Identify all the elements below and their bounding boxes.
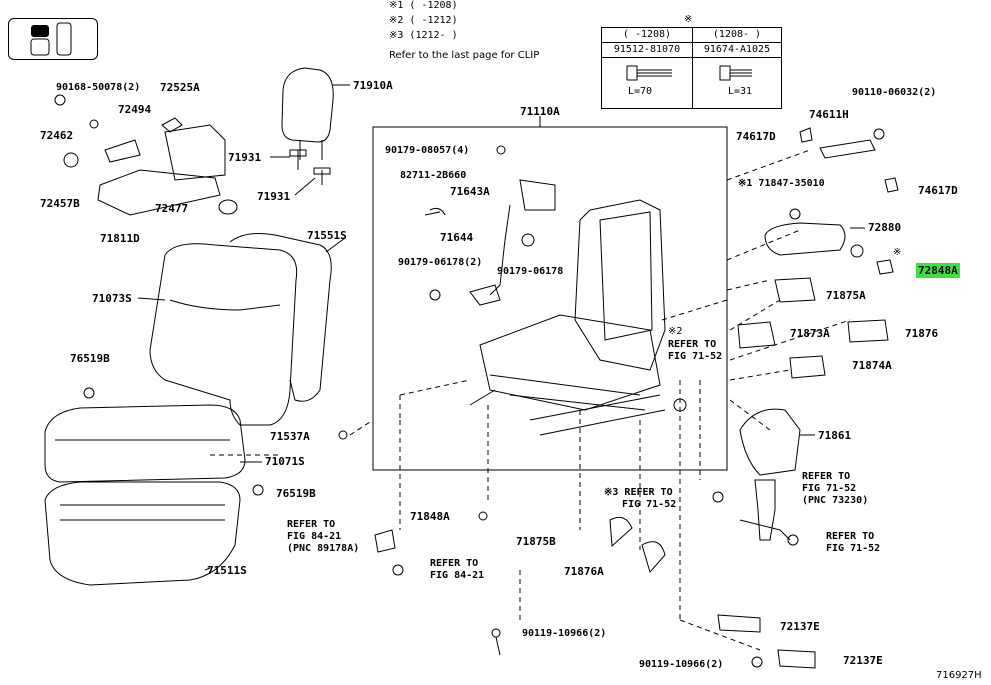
label-74617D-a[interactable]: 74617D [736, 130, 776, 143]
label-72848A[interactable]: 72848A [916, 263, 960, 278]
label-71876[interactable]: 71876 [905, 327, 939, 340]
label-71875A[interactable]: 71875A [826, 289, 866, 302]
note-1: ※1 ( -1208) [389, 0, 458, 11]
label-71875B[interactable]: 71875B [516, 535, 556, 548]
label-71811D[interactable]: 71811D [100, 232, 140, 245]
label-71511S[interactable]: 71511S [207, 564, 247, 577]
refer-fig-71-52-a[interactable]: REFER TO FIG 71-52 [668, 339, 723, 362]
clip-table: ( -1208) (1208- ) 91512-81070 91674-A102… [601, 27, 782, 109]
label-72137E-a[interactable]: 72137E [780, 620, 820, 633]
refer-fig-84-21-b[interactable]: REFER TO FIG 84-21 [430, 558, 485, 581]
label-71551S[interactable]: 71551S [307, 229, 347, 242]
note-2-marker: ※2 [668, 326, 683, 337]
seat-view-icon [8, 18, 98, 60]
label-71931-a[interactable]: 71931 [228, 151, 262, 164]
seatback-cover-shape [149, 243, 298, 426]
label-74617D-b[interactable]: 74617D [918, 184, 958, 197]
label-71848A[interactable]: 71848A [410, 510, 450, 523]
label-71876A[interactable]: 71876A [564, 565, 604, 578]
label-71644[interactable]: 71644 [440, 231, 474, 244]
label-90179-06178-a[interactable]: 90179-06178(2) [398, 257, 483, 268]
refer-fig-71-52-c[interactable]: REFER TO FIG 71-52 [826, 531, 881, 554]
label-82711-2B660[interactable]: 82711-2B660 [400, 170, 467, 181]
label-71537A[interactable]: 71537A [270, 430, 310, 443]
cushion-cover-shape [44, 404, 246, 483]
diagram-id: 716927H [936, 670, 982, 681]
label-71110A[interactable]: 71110A [520, 105, 560, 118]
label-71874A[interactable]: 71874A [852, 359, 892, 372]
label-72525A[interactable]: 72525A [160, 81, 200, 94]
label-90179-08057[interactable]: 90179-08057(4) [385, 145, 470, 156]
note-star-marker: ※ [893, 247, 902, 258]
label-90119-10966-a[interactable]: 90119-10966(2) [522, 628, 607, 639]
note-2: ※2 ( -1212) [389, 15, 458, 26]
clip-col2-length: L=31 [728, 86, 753, 97]
cushion-pad-shape [44, 481, 241, 586]
label-72477[interactable]: 72477 [155, 202, 189, 215]
table-star: ※ [684, 14, 693, 25]
label-71931-b[interactable]: 71931 [257, 190, 291, 203]
bolt-icons [626, 65, 752, 81]
label-76519B-b[interactable]: 76519B [276, 487, 316, 500]
clip-col1-part: 91512-81070 [602, 43, 692, 58]
refer-fig-84-21-a[interactable]: REFER TO FIG 84-21 (PNC 89178A) [287, 519, 360, 554]
label-72457B[interactable]: 72457B [40, 197, 80, 210]
label-72137E-b[interactable]: 72137E [843, 654, 883, 667]
label-74611H[interactable]: 74611H [809, 108, 849, 121]
side-cover-shape [97, 169, 221, 216]
clip-col1-length: L=70 [628, 86, 653, 97]
label-90179-06178-b[interactable]: 90179-06178 [497, 266, 564, 277]
cushion-frame-shape [479, 314, 661, 411]
label-71847-35010[interactable]: ※1 71847-35010 [738, 178, 825, 189]
shield-cover-shape [739, 408, 801, 476]
highlighted-part-number[interactable]: 72848A [916, 263, 960, 278]
label-72462[interactable]: 72462 [40, 129, 74, 142]
label-90110-06032[interactable]: 90110-06032(2) [852, 87, 937, 98]
clip-reference-note: Refer to the last page for CLIP [389, 50, 540, 61]
label-71643A[interactable]: 71643A [450, 185, 490, 198]
label-90168-50078[interactable]: 90168-50078(2) [56, 82, 141, 93]
seat-frame-group-box [372, 126, 728, 471]
label-71873A[interactable]: 71873A [790, 327, 830, 340]
buckle-shape [754, 479, 776, 541]
label-71861[interactable]: 71861 [818, 429, 852, 442]
label-71071S[interactable]: 71071S [265, 455, 305, 468]
label-71073S[interactable]: 71073S [92, 292, 132, 305]
note-3: ※3 (1212- ) [389, 30, 458, 41]
clip-col1-range: ( -1208) [602, 28, 692, 43]
label-76519B-a[interactable]: 76519B [70, 352, 110, 365]
seatback-frame-shape [574, 199, 666, 371]
armrest-shape [764, 222, 846, 256]
refer-fig-71-52-b[interactable]: ※3 REFER TO FIG 71-52 [604, 487, 677, 510]
label-90119-10966-b[interactable]: 90119-10966(2) [639, 659, 724, 670]
label-72880[interactable]: 72880 [868, 221, 902, 234]
headrest-shape [281, 67, 334, 143]
clip-col2-range: (1208- ) [692, 28, 782, 43]
clip-col2-part: 91674-A1025 [692, 43, 782, 58]
refer-fig-71-52-pnc-73230[interactable]: REFER TO FIG 71-52 (PNC 73230) [802, 471, 869, 506]
label-71910A[interactable]: 71910A [353, 79, 393, 92]
label-72494[interactable]: 72494 [118, 103, 152, 116]
